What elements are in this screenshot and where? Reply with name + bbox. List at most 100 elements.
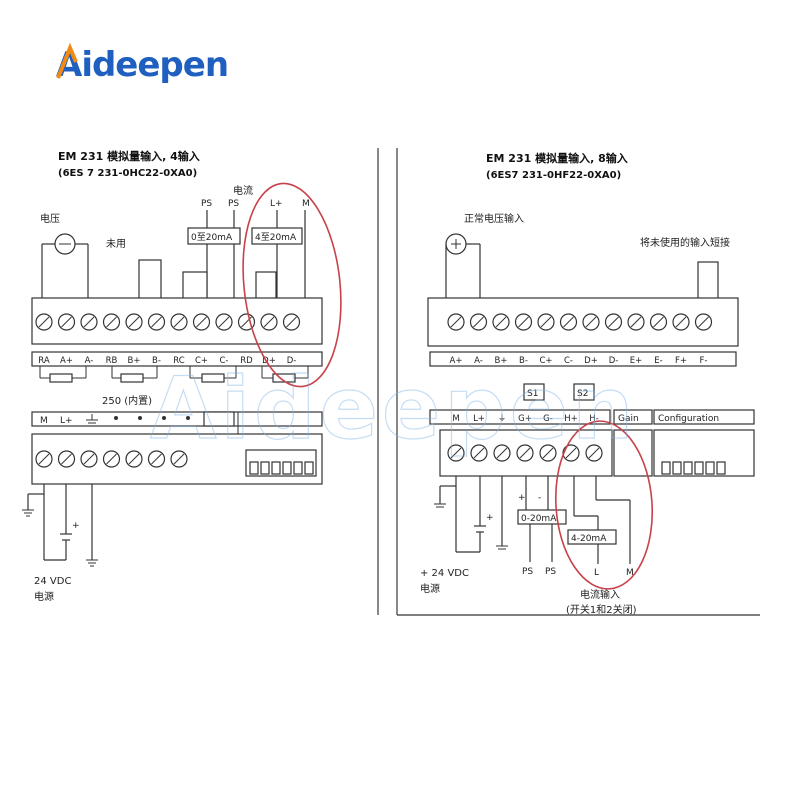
- ps-label-2: PS: [228, 199, 239, 209]
- label-voltage: 电压: [40, 212, 60, 225]
- range-box-0-20ma: [187, 227, 241, 245]
- lm-label-right-l: L: [594, 568, 599, 578]
- terminal-label: D-: [609, 356, 619, 366]
- switch-s1: S1: [523, 383, 545, 401]
- terminal-label: F+: [675, 356, 687, 366]
- terminal-label: RA: [38, 356, 50, 366]
- terminal-label: H+: [564, 414, 578, 424]
- screw-slot: [519, 447, 531, 459]
- right-short-jumper: [697, 261, 719, 301]
- ps-label-right-1: PS: [522, 567, 533, 577]
- screw-slot: [61, 316, 72, 328]
- screw-slot: [540, 316, 552, 328]
- left-label-strip: [31, 351, 323, 367]
- screw-slot: [450, 316, 462, 328]
- right-config-slots: [653, 429, 755, 477]
- screw-slot: [286, 316, 297, 328]
- screw-slot: [173, 453, 185, 465]
- left-order-no: (6ES 7 231-0HC22-0XA0): [58, 168, 197, 179]
- watermark-text: Aideepen: [150, 359, 637, 459]
- terminal-label: D-: [287, 356, 297, 366]
- terminal-label: E+: [630, 356, 643, 366]
- gain-box: [613, 409, 653, 425]
- screw-slot: [473, 316, 484, 328]
- terminal-label: A+: [60, 356, 73, 366]
- right-lower-screws: [447, 444, 603, 462]
- left-supply-cn: 电源: [34, 590, 54, 603]
- terminal-label: C-: [564, 356, 573, 366]
- left-module-diagram: EM 231 模拟量输入, 4输入 (6ES 7 231-0HC22-0XA0)…: [22, 148, 379, 615]
- terminal-label: E-: [654, 356, 662, 366]
- screw-slot: [518, 316, 529, 328]
- terminal-label: G+: [518, 414, 532, 424]
- screw-slot: [653, 316, 664, 328]
- svg-text:-: -: [538, 493, 541, 503]
- switch-s2: S2: [573, 383, 595, 401]
- right-lower-labels: M L+ ⏚ G+ G- H+ H-: [452, 414, 598, 424]
- config-box: [653, 409, 755, 425]
- left-supply-wiring: +: [22, 484, 98, 567]
- range-label-4-20ma: 4至20mA: [255, 232, 297, 243]
- terminal-label: ⏚: [498, 414, 507, 424]
- logo-swoosh: [56, 42, 78, 79]
- svg-text:S1: S1: [527, 389, 538, 399]
- terminal-label: A+: [450, 356, 463, 366]
- resistor-note: 250 (内置): [102, 394, 152, 407]
- range-label-4-20ma-right: 4-20mA: [571, 534, 607, 544]
- left-jumper-box-2: [255, 271, 277, 301]
- terminal-label: M: [452, 414, 459, 424]
- screw-slot: [495, 316, 507, 328]
- right-module-diagram: EM 231 模拟量输入, 8输入 (6ES7 231-0HF22-0XA0) …: [396, 148, 760, 616]
- lower-label-m: M: [40, 416, 48, 426]
- screw-slot: [128, 453, 140, 465]
- screw-slot: [585, 316, 597, 328]
- screw-slot: [565, 447, 577, 459]
- screw-slot: [496, 447, 508, 459]
- screw-slot: [83, 453, 95, 465]
- label-normal-voltage: 正常电压输入: [464, 212, 524, 225]
- current-input-cn: 电流输入: [580, 588, 620, 601]
- screw-slot: [675, 316, 687, 328]
- left-supply-label: 24 VDC: [34, 576, 71, 587]
- left-config-slots: [245, 449, 317, 477]
- unused-jumper: [138, 259, 162, 301]
- svg-text:+: +: [486, 513, 494, 523]
- range-label-0-20ma-right: 0-20mA: [521, 514, 557, 524]
- svg-text:S2: S2: [577, 389, 588, 399]
- screw-slot: [38, 453, 50, 465]
- terminal-label: F-: [700, 356, 708, 366]
- terminal-label: H-: [589, 414, 598, 424]
- right-supply-label: + 24 VDC: [420, 568, 469, 579]
- terminal-label: D+: [584, 356, 598, 366]
- terminal-label: A-: [474, 356, 483, 366]
- right-supply-cn: 电源: [420, 582, 440, 595]
- screw-slot: [38, 316, 50, 328]
- left-title: EM 231 模拟量输入, 4输入: [58, 149, 200, 163]
- screw-slot: [128, 316, 140, 328]
- terminal-label: C+: [539, 356, 552, 366]
- label-unused: 未用: [106, 238, 126, 250]
- screw-slot: [106, 316, 117, 328]
- lower-label-lplus: L+: [60, 416, 73, 426]
- screw-slot: [630, 316, 642, 328]
- terminal-label: B-: [152, 356, 161, 366]
- screw-slot: [588, 447, 600, 459]
- right-highlight-circle: [554, 420, 654, 590]
- screw-slot: [450, 447, 462, 459]
- right-supply-wiring: +: [434, 476, 508, 553]
- config-label: Configuration: [658, 414, 719, 424]
- terminal-label: L+: [473, 414, 485, 424]
- terminal-label: B+: [128, 356, 141, 366]
- terminal-label: G-: [543, 414, 553, 424]
- screw-slot: [218, 316, 230, 328]
- range-label-0-20ma: 0至20mA: [191, 232, 233, 243]
- left-lower-screws: [35, 450, 188, 468]
- lm-label-m: M: [302, 199, 310, 209]
- svg-text:+: +: [72, 521, 80, 531]
- terminal-label: A-: [85, 356, 94, 366]
- terminal-label: C+: [195, 356, 208, 366]
- left-lower-label-strip: [31, 411, 323, 427]
- gain-label: Gain: [618, 414, 639, 424]
